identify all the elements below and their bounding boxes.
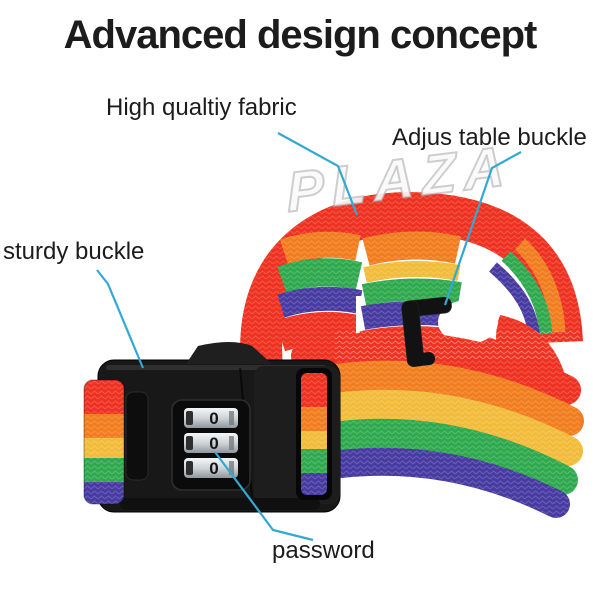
callout-line-fabric [277,132,359,216]
rtab-texture [301,373,327,495]
buckle-bottom-lip [120,498,320,510]
callout-line-password [214,451,314,542]
combination-dials: 0 0 0 [171,399,251,491]
dial-3-edge [229,461,234,475]
dial-2-notch [186,436,193,450]
label-high-quality-fabric: High qualtiy fabric [106,94,297,121]
dial-2 [184,433,238,453]
buckle-top-clasp [186,342,272,364]
slider-foot [407,352,436,367]
label-sturdy-buckle: sturdy buckle [3,238,145,265]
dial-3-digit: 0 [209,459,218,478]
callout-line-sturdy [96,269,145,369]
dial-1-notch [186,411,193,425]
page-title: Advanced design concept [63,13,538,57]
left-strap-tab [83,379,125,505]
ltab-texture [84,380,124,504]
buckle-left-groove [125,391,149,481]
combination-lock-buckle: 0 0 0 [97,342,341,513]
right-strap-tab [301,373,327,495]
dial-2-digit: 0 [209,434,218,453]
callout-line-adjustable [443,151,522,306]
weave-texture-band [335,330,580,520]
label-adjustable-buckle: Adjus table buckle [392,124,587,151]
dial-1 [184,408,238,428]
adjustable-slider-buckle [401,296,452,367]
dial-1-edge [229,411,234,425]
dial-3-notch [186,461,193,475]
dial-1-digit: 0 [209,409,218,428]
label-password: password [272,537,375,564]
dial-2-edge [229,436,234,450]
ltab-outline [83,379,125,505]
